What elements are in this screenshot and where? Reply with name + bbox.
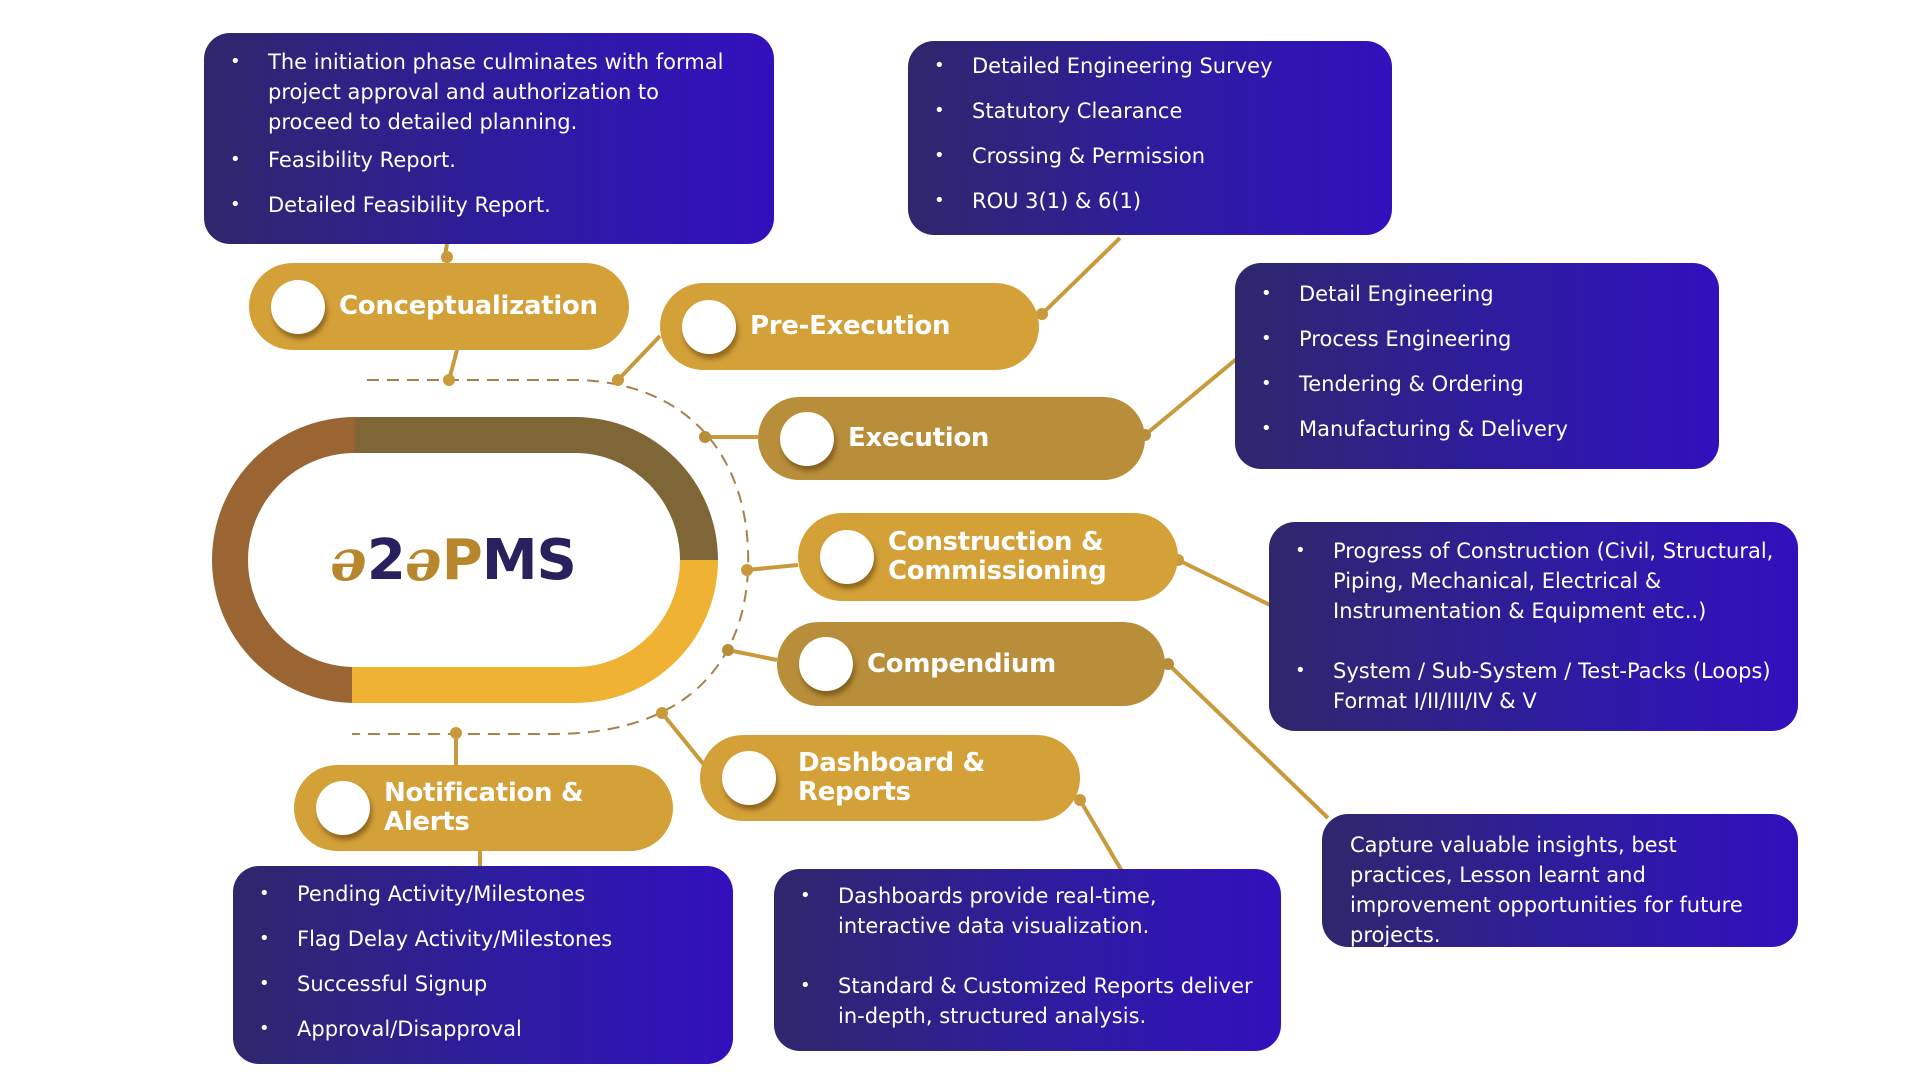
phase-label: Execution: [848, 423, 990, 453]
detail-item: Dashboards provide real-time, interactiv…: [794, 881, 1257, 941]
detail-item: System / Sub-System / Test-Packs (Loops)…: [1289, 656, 1774, 716]
connector-dashboard-orbit: [660, 711, 707, 768]
connector-preexec-box: [1040, 236, 1122, 316]
construction-details-box: Progress of Construction (Civil, Structu…: [1269, 522, 1798, 731]
detail-item: Flag Delay Activity/Milestones: [253, 924, 709, 954]
phase-label: Construction & Commissioning: [888, 527, 1107, 586]
connector-dot: [1036, 308, 1048, 320]
logo-part: MS: [481, 527, 577, 593]
detail-item: Pending Activity/Milestones: [253, 879, 709, 909]
circle-icon: [799, 637, 853, 691]
notification-details-box: Pending Activity/Milestones Flag Delay A…: [233, 866, 733, 1064]
detail-item: Tendering & Ordering: [1255, 369, 1695, 399]
phase-label: Pre-Execution: [750, 311, 951, 341]
e2epms-logo: ə 2 ə P MS: [330, 526, 605, 594]
execution-details-box: Detail Engineering Process Engineering T…: [1235, 263, 1719, 469]
phase-label-line: Construction &: [888, 527, 1104, 557]
circle-icon: [780, 411, 834, 466]
ring-segment-top: [355, 417, 718, 560]
connector-compendium-orbit: [727, 648, 778, 662]
phase-label-line: Reports: [798, 777, 911, 807]
logo-swirl-icon: ə: [330, 526, 367, 594]
phase-pill-pre-execution[interactable]: Pre-Execution: [660, 283, 1039, 370]
detail-item: Feasibility Report.: [224, 145, 750, 175]
connector-dot: [1162, 658, 1174, 670]
connector-construction-orbit: [746, 563, 799, 572]
circle-icon: [271, 279, 325, 334]
detail-item: Successful Signup: [253, 969, 709, 999]
detail-item: Standard & Customized Reports deliver in…: [794, 971, 1257, 1031]
detail-text: Capture valuable insights, best practice…: [1350, 833, 1743, 947]
circle-icon: [316, 781, 370, 835]
detail-item: Statutory Clearance: [928, 96, 1368, 126]
circle-icon: [820, 530, 874, 584]
connector-construction-box: [1177, 558, 1271, 607]
connector-preexec-orbit: [616, 334, 662, 382]
dashboard-details-box: Dashboards provide real-time, interactiv…: [774, 869, 1281, 1051]
phase-pill-notification-alerts[interactable]: Notification & Alerts: [294, 765, 673, 851]
pre-execution-details-box: Detailed Engineering Survey Statutory Cl…: [908, 41, 1392, 235]
phase-pill-compendium[interactable]: Compendium: [777, 622, 1165, 706]
connector-dot: [612, 374, 624, 386]
connector-dot: [699, 431, 711, 443]
detail-item: Crossing & Permission: [928, 141, 1368, 171]
connector-dot: [656, 707, 668, 719]
ring-segment-left: [212, 417, 355, 703]
connector-dashboard-box: [1078, 798, 1128, 880]
connector-dot: [450, 727, 462, 739]
connector-dot: [443, 374, 455, 386]
detail-item: Process Engineering: [1255, 324, 1695, 354]
phase-pill-dashboard-reports[interactable]: Dashboard & Reports: [700, 735, 1080, 821]
detail-item: Detail Engineering: [1255, 279, 1695, 309]
phase-label-line: Alerts: [384, 807, 470, 837]
phase-label: Compendium: [867, 648, 1056, 679]
detail-item: Approval/Disapproval: [253, 1014, 709, 1044]
phase-label-line: Commissioning: [888, 556, 1107, 586]
connector-execution-box: [1143, 354, 1242, 437]
detail-item: Detailed Feasibility Report.: [224, 190, 750, 220]
connector-compendium-box: [1166, 662, 1330, 820]
detail-item: Progress of Construction (Civil, Structu…: [1289, 536, 1774, 626]
detail-item: The initiation phase culminates with for…: [224, 47, 750, 137]
dashed-orbit: [352, 379, 750, 735]
central-ring: [212, 417, 718, 703]
phase-label-line: Notification &: [384, 778, 584, 808]
detail-item: ROU 3(1) & 6(1): [928, 186, 1368, 216]
phase-label: Conceptualization: [339, 291, 598, 321]
phase-label: Notification & Alerts: [384, 778, 584, 837]
phase-label: Dashboard & Reports: [798, 749, 985, 807]
ring-segment-bottom: [352, 560, 718, 703]
detail-item: Manufacturing & Delivery: [1255, 414, 1695, 444]
connector-dot: [722, 644, 734, 656]
logo-part: P: [441, 527, 483, 593]
logo-swirl-icon: ə: [404, 526, 442, 594]
conceptualization-details-box: The initiation phase culminates with for…: [204, 33, 774, 244]
connector-dot: [1074, 794, 1086, 806]
phase-pill-construction-commissioning[interactable]: Construction & Commissioning: [798, 513, 1178, 601]
phase-label-line: Dashboard &: [798, 748, 985, 778]
detail-item: Detailed Engineering Survey: [928, 51, 1368, 81]
circle-icon: [682, 299, 736, 354]
compendium-details-box: Capture valuable insights, best practice…: [1322, 814, 1798, 947]
phase-pill-conceptualization[interactable]: Conceptualization: [249, 263, 629, 350]
connector-dot: [741, 564, 753, 576]
logo-part: 2: [366, 527, 406, 593]
circle-icon: [722, 751, 776, 805]
phase-pill-execution[interactable]: Execution: [758, 397, 1145, 480]
connector-dot: [441, 251, 453, 263]
